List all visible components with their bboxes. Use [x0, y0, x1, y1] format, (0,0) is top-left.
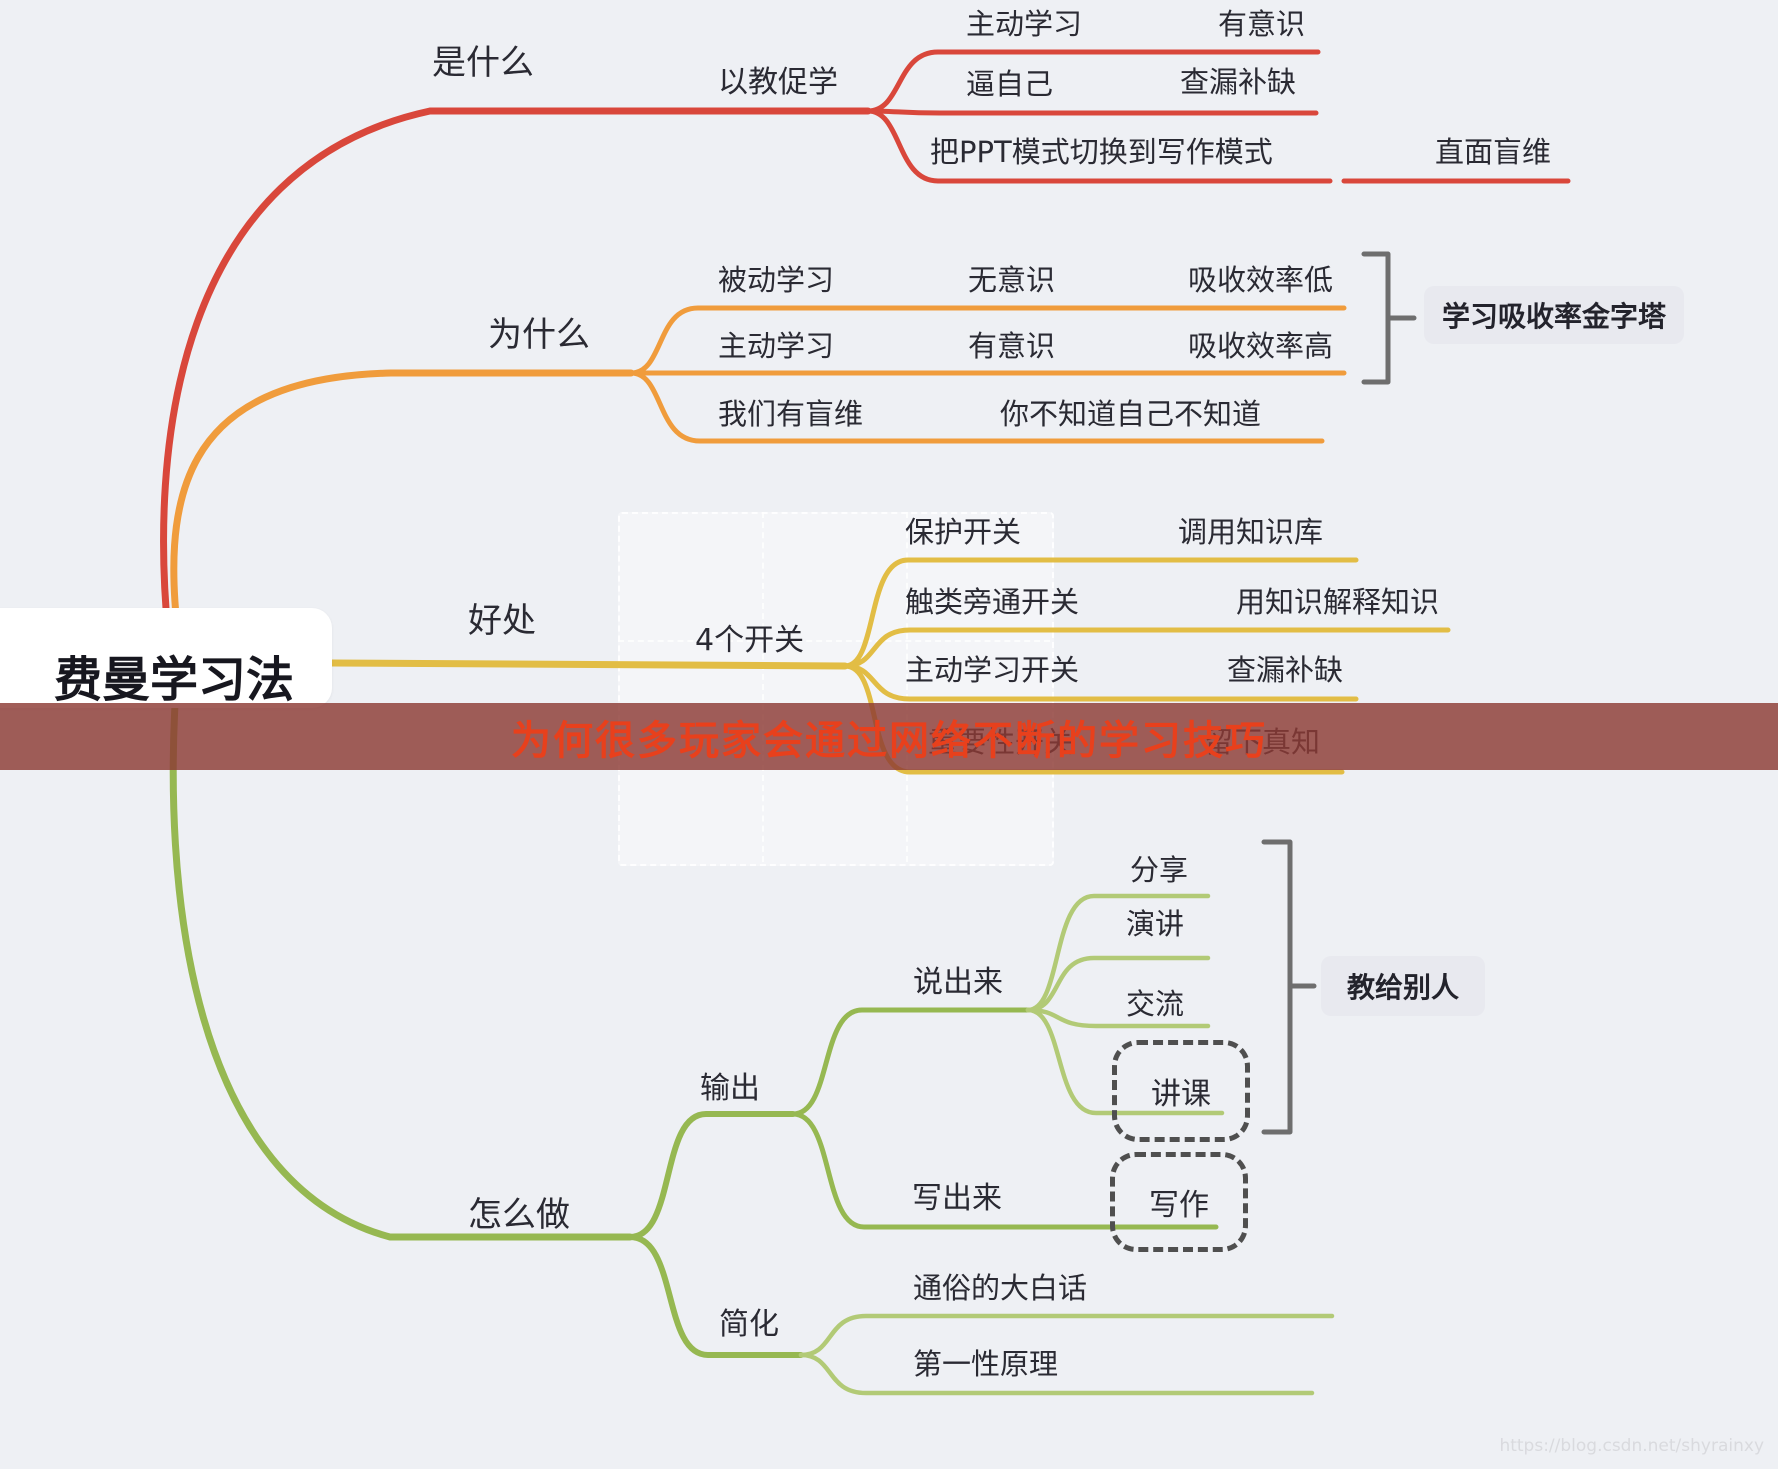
node-communicate: 交流 — [1126, 987, 1185, 1021]
node-passive-learning: 被动学习 — [718, 263, 835, 297]
node-unconscious: 无意识 — [968, 263, 1056, 297]
node-simplify: 简化 — [719, 1307, 779, 1342]
node-explain-knowledge: 用知识解释知识 — [1236, 585, 1440, 619]
node-protect-switch: 保护开关 — [905, 515, 1022, 549]
node-speak-out: 说出来 — [913, 965, 1003, 1000]
node-conscious-red: 有意识 — [1218, 7, 1306, 41]
node-speech: 演讲 — [1126, 907, 1185, 941]
node-high-absorption: 吸收效率高 — [1188, 329, 1334, 363]
yellow-branch-lines — [328, 557, 1451, 775]
node-write-out: 写出来 — [912, 1181, 1002, 1216]
teach-summary-bracket — [1261, 839, 1317, 1135]
orange-branch-lines — [170, 305, 1347, 656]
node-teach-to-learn: 以教促学 — [718, 65, 838, 100]
node-why: 为什么 — [488, 315, 590, 355]
node-ppt-to-writing: 把PPT模式切换到写作模式 — [930, 135, 1273, 169]
summary-teach-others: 教给别人 — [1321, 956, 1485, 1016]
node-fill-gaps-red: 查漏补缺 — [1180, 65, 1297, 99]
node-analogy-switch: 触类旁通开关 — [905, 585, 1080, 619]
node-four-switches: 4个开关 — [695, 623, 805, 658]
node-face-blindspot: 直面盲维 — [1435, 135, 1552, 169]
node-writing-box: 写作 — [1110, 1152, 1248, 1252]
node-call-knowledge-base: 调用知识库 — [1178, 515, 1324, 549]
red-branch-lines — [160, 49, 1571, 656]
node-lecture-label: 讲课 — [1151, 1077, 1211, 1112]
node-we-have-blindspots: 我们有盲维 — [718, 397, 864, 431]
node-dont-know-dont-know: 你不知道自己不知道 — [1000, 397, 1262, 431]
summary-absorption-pyramid: 学习吸收率金字塔 — [1424, 286, 1684, 344]
node-benefit: 好处 — [468, 601, 536, 641]
selection-grid-line — [906, 512, 908, 862]
pyramid-summary-bracket — [1361, 251, 1417, 385]
node-share: 分享 — [1130, 853, 1189, 887]
node-active-switch: 主动学习开关 — [905, 653, 1080, 687]
banner-overlay: 为何很多玩家会通过网络不断的学习技巧 — [0, 703, 1778, 770]
node-output: 输出 — [700, 1071, 760, 1106]
summary-teach-others-label: 教给别人 — [1346, 971, 1459, 1004]
summary-absorption-pyramid-label: 学习吸收率金字塔 — [1441, 300, 1666, 333]
selection-rectangle — [618, 512, 1054, 866]
node-first-principles: 第一性原理 — [913, 1347, 1059, 1381]
node-active-learning-orange: 主动学习 — [718, 329, 835, 363]
node-what: 是什么 — [432, 43, 534, 83]
node-push-yourself: 逼自己 — [966, 67, 1054, 101]
node-low-absorption: 吸收效率低 — [1188, 263, 1334, 297]
selection-grid-line — [762, 512, 764, 862]
node-writing-label: 写作 — [1149, 1188, 1209, 1223]
node-fill-gaps-yellow: 查漏补缺 — [1227, 653, 1344, 687]
node-active-learning-red: 主动学习 — [966, 7, 1083, 41]
green-leaf-lines — [798, 893, 1335, 1396]
banner-text: 为何很多玩家会通过网络不断的学习技巧 — [511, 717, 1267, 764]
node-conscious-orange: 有意识 — [968, 329, 1056, 363]
selection-grid-line — [618, 640, 1050, 642]
node-plain-language: 通俗的大白话 — [913, 1271, 1088, 1305]
root-node-label: 费曼学习法 — [54, 652, 295, 708]
watermark-url: https://blog.csdn.net/shyrainxy — [1499, 1436, 1764, 1456]
node-how: 怎么做 — [468, 1195, 570, 1235]
root-node — [0, 608, 332, 708]
node-lecture-box: 讲课 — [1112, 1040, 1250, 1142]
